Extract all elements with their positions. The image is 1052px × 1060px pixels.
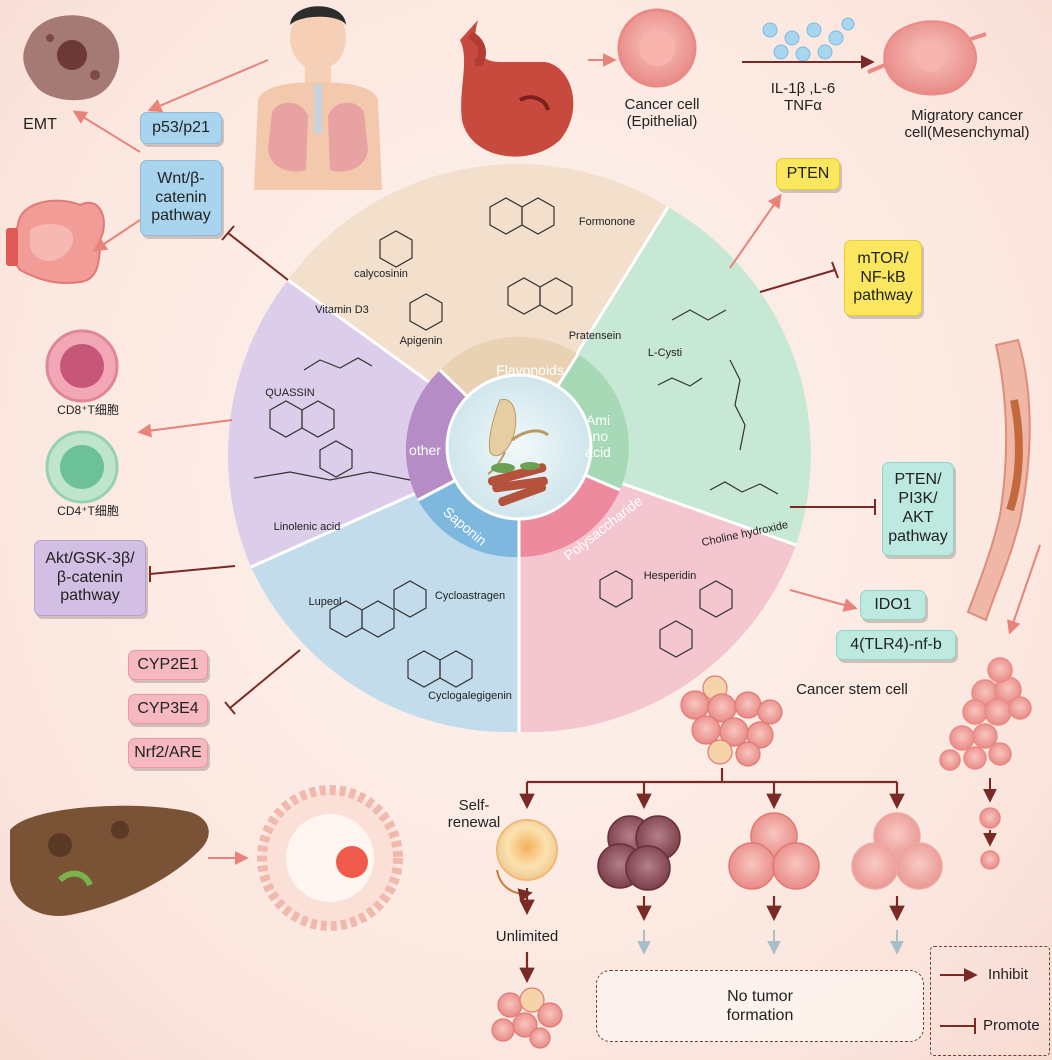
intestine-icon — [6, 199, 105, 284]
root-icon — [487, 398, 549, 507]
compound-linolenic-acid: Linolenic acid — [273, 521, 341, 533]
compound-cyclogalegigenin: Cyclogalegigenin — [428, 690, 512, 702]
right-cell-cluster-icon — [939, 657, 1032, 870]
cytokine-dots-icon — [762, 17, 855, 62]
faded-arrows — [637, 930, 904, 955]
box-tlr4-nfb: 4(TLR4)-nf-b — [836, 630, 956, 660]
label-no-tumor: No tumor formation — [726, 987, 794, 1024]
cancer-stem-cell-cluster-icon — [680, 675, 783, 767]
chemical-structures — [253, 197, 779, 688]
necrotic-cell-icon — [23, 15, 120, 101]
migratory-cancer-cell-icon — [867, 20, 987, 96]
compound-calycosinin: calycosinin — [354, 268, 408, 280]
pink-cell-cluster-icon-2 — [851, 812, 943, 890]
compound-formonone: Formonone — [578, 216, 636, 228]
center-circle — [445, 373, 593, 521]
compound-apigenin: Apigenin — [399, 335, 443, 347]
label-emt: EMT — [23, 116, 57, 133]
wheel-inner — [405, 336, 629, 558]
cd8-t-cell-icon — [45, 329, 119, 403]
legend-symbols — [940, 968, 978, 1034]
dark-cell-cluster-icon — [597, 815, 681, 891]
label-self-renewal: Self- renewal — [447, 797, 501, 832]
category-other: other — [409, 442, 441, 458]
label-cd8: CD8⁺T细胞 — [57, 403, 119, 417]
label-cytokines: IL-1β ,L-6 TNFα — [770, 80, 836, 115]
label-migratory-cancer-cell: Migratory cancer cell(Mesenchymal) — [904, 107, 1030, 142]
label-cd4: CD4⁺T细胞 — [57, 504, 119, 518]
box-akt-gsk3b: Akt/GSK-3β/ β-catenin pathway — [34, 540, 146, 616]
box-nrf2-are: Nrf2/ARE — [128, 738, 208, 768]
stem-cell-branches — [519, 768, 905, 810]
no-tumor-formation-box: No tumor formation — [596, 970, 924, 1042]
label-unlimited: Unlimited — [495, 928, 559, 945]
legend-promote-label: Promote — [983, 1017, 1040, 1034]
category-flavonoids: Flavonoids — [496, 362, 564, 378]
compound-cycloastragen: Cycloastragen — [434, 590, 506, 602]
human-lungs-icon — [254, 6, 382, 190]
box-ido1: IDO1 — [860, 590, 926, 620]
box-mtor-nfkb: mTOR/ NF-kB pathway — [844, 240, 922, 316]
blood-vessel-icon — [966, 338, 1031, 622]
box-cyp3e4: CYP3E4 — [128, 694, 208, 724]
hepatocyte-cluster-icon — [257, 785, 403, 931]
pink-cell-cluster-icon-1 — [728, 812, 820, 890]
cancer-cell-icon — [617, 8, 697, 88]
box-pten-pi3k-akt: PTEN/ PI3K/ AKT pathway — [882, 462, 954, 556]
compound-vitamin-d3: Vitamin D3 — [315, 304, 369, 316]
compound-l-cysti: L-Cysti — [647, 347, 683, 359]
unlimited-cell-cluster-icon — [491, 987, 563, 1049]
label-cancer-stem-cell: Cancer stem cell — [796, 681, 908, 698]
label-cancer-cell: Cancer cell (Epithelial) — [624, 96, 700, 131]
box-pten: PTEN — [776, 158, 840, 190]
compound-pratensein: Pratensein — [568, 330, 622, 342]
legend-inhibit-label: Inhibit — [988, 966, 1029, 983]
box-cyp2e1: CYP2E1 — [128, 650, 208, 680]
cd4-t-cell-icon — [45, 430, 119, 504]
box-wnt-catenin: Wnt/β- catenin pathway — [140, 160, 222, 236]
compound-hesperidin: Hesperidin — [643, 570, 697, 582]
legend-box — [930, 946, 1050, 1056]
compound-quassin: QUASSIN — [265, 387, 315, 399]
promote-arrows — [72, 53, 1041, 865]
stomach-icon — [460, 20, 574, 157]
category-amino-acid: Ami -no acid — [585, 412, 611, 461]
inhibit-lines — [149, 225, 876, 715]
wheel-outer — [228, 164, 811, 733]
branch-down-arrows — [519, 888, 905, 984]
liver-icon — [10, 805, 209, 916]
compound-lupeol: Lupeol — [308, 596, 342, 608]
box-p53-p21: p53/p21 — [140, 112, 222, 144]
self-renewal-cell-icon — [496, 819, 558, 903]
